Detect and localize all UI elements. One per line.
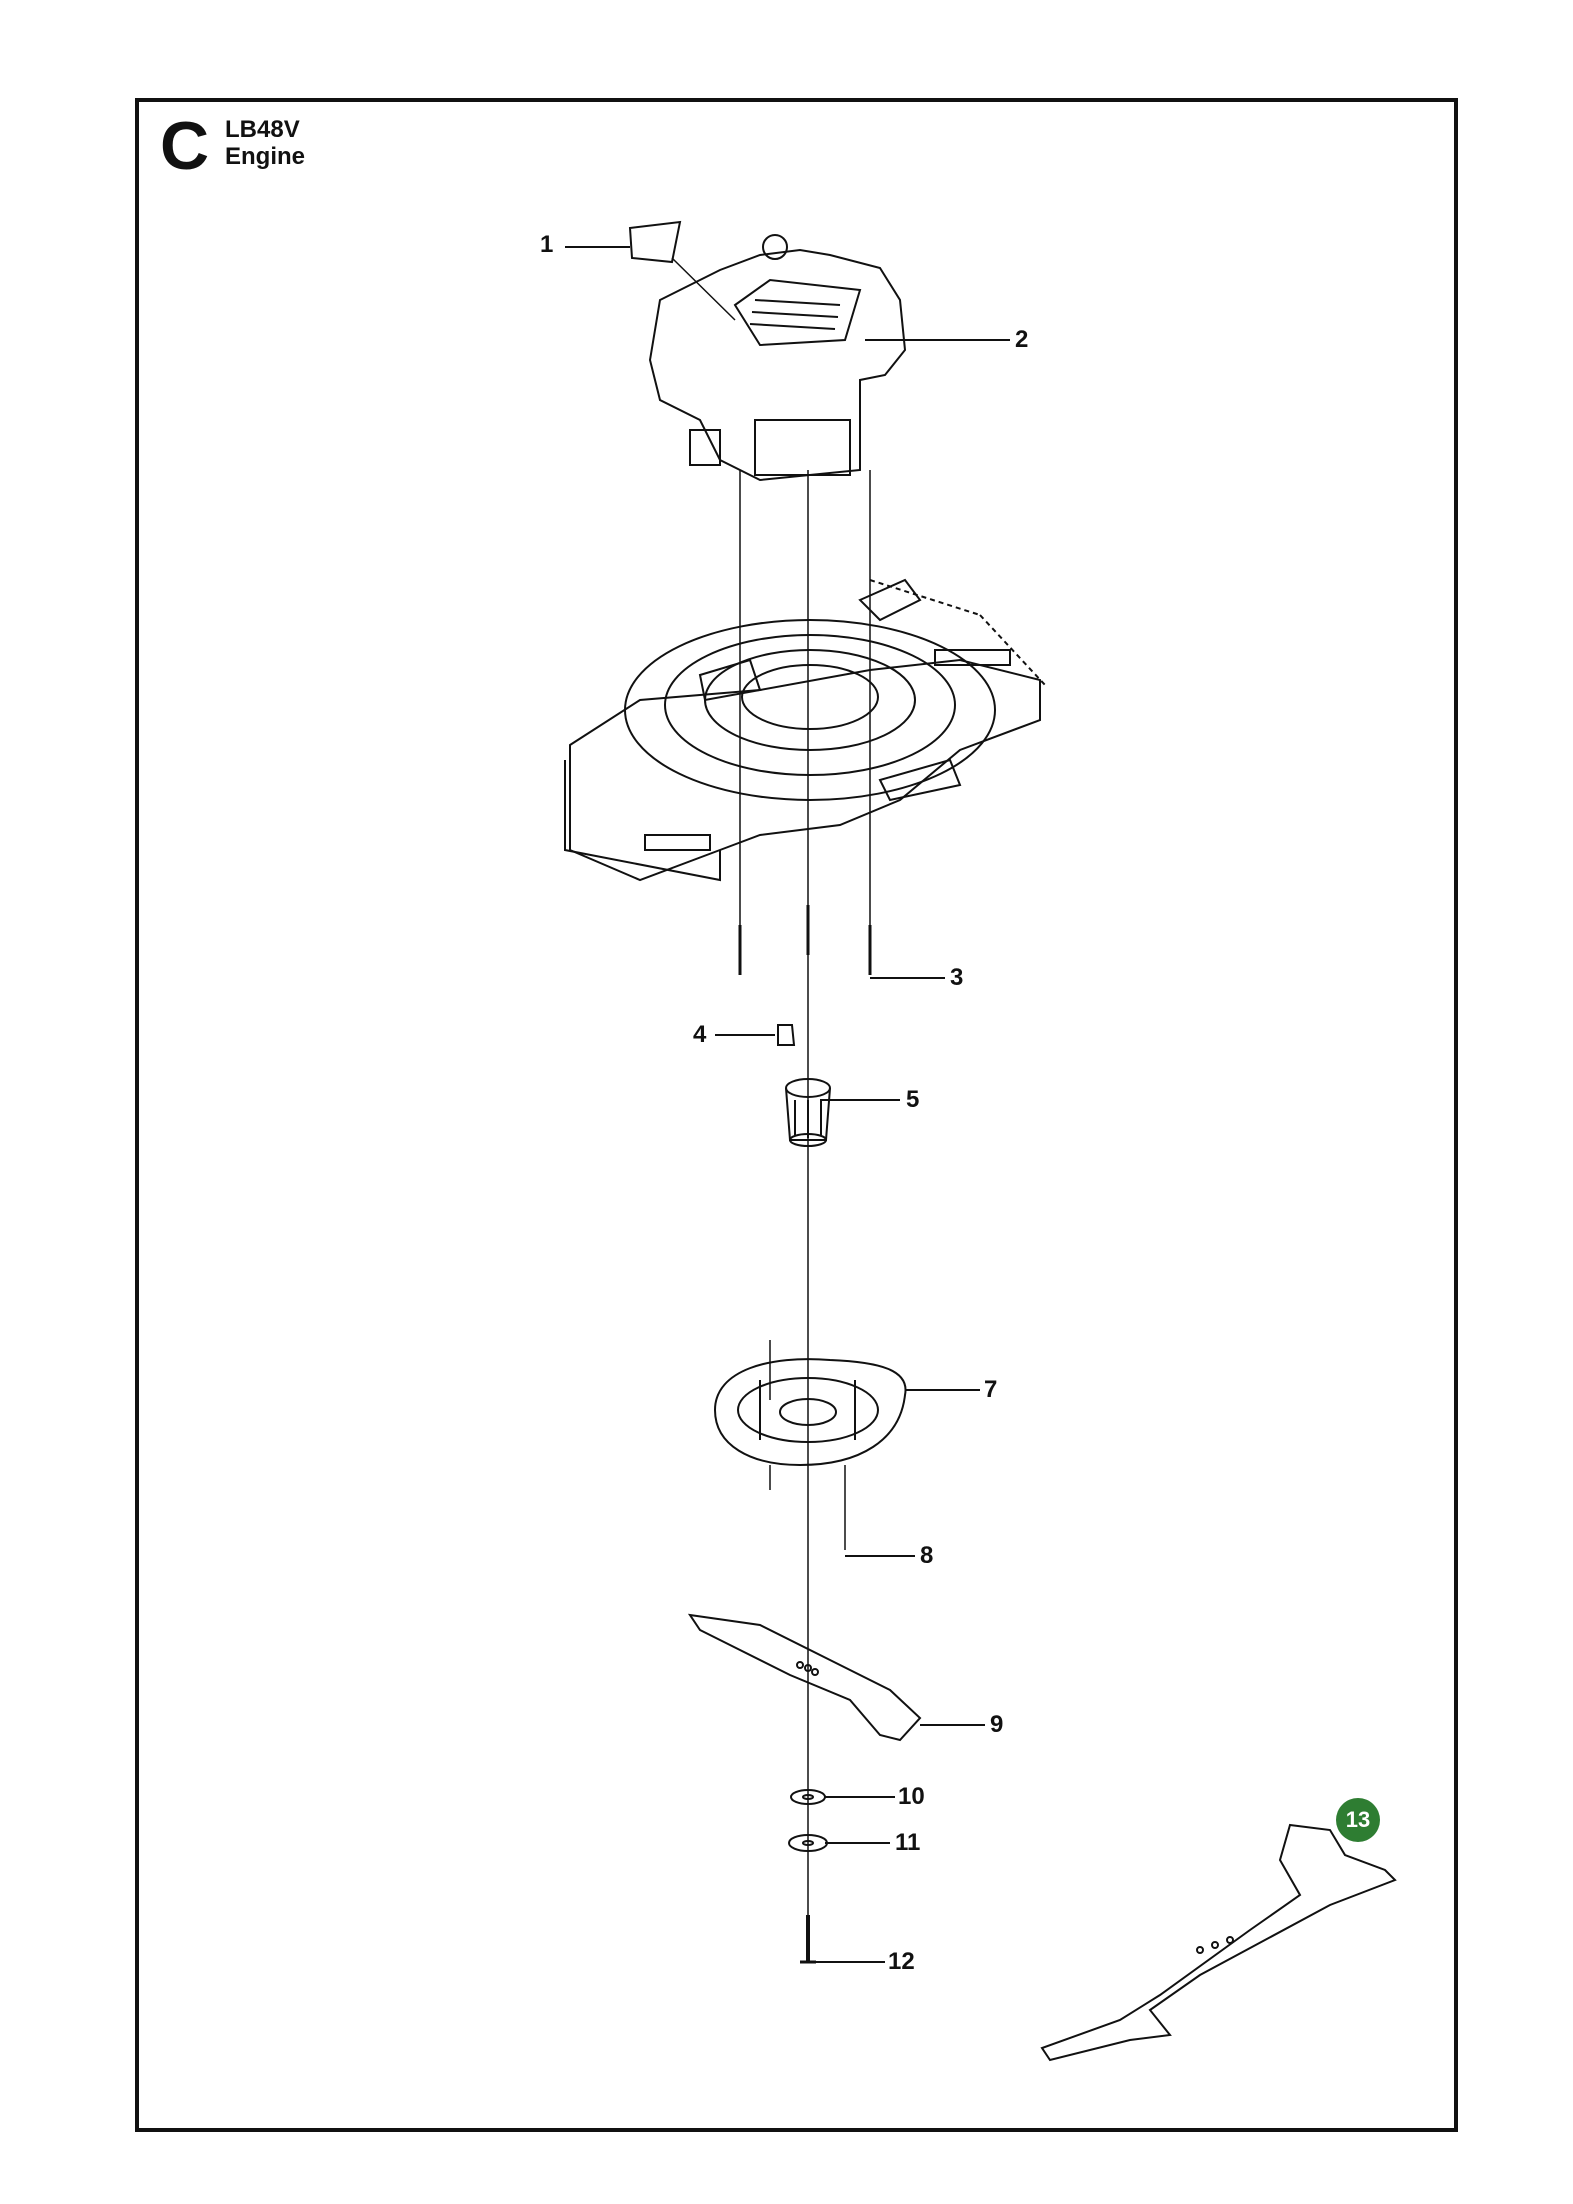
callout-5: 5 — [906, 1086, 920, 1113]
callout-12: 12 — [888, 1948, 915, 1975]
callout-13-badge: 13 — [1336, 1798, 1380, 1842]
decal-shape — [628, 220, 682, 264]
mower-deck-shape — [564, 578, 1046, 882]
callout-4: 4 — [693, 1021, 707, 1048]
hub-disc-shape — [713, 1340, 907, 1550]
callout-9: 9 — [990, 1711, 1004, 1738]
drawing-frame — [135, 98, 1458, 2132]
blade-bolt-shape — [800, 1915, 816, 1964]
callout-11: 11 — [895, 1829, 921, 1856]
blade-shape — [687, 1613, 922, 1742]
page-title: Engine — [225, 143, 306, 170]
callout-1: 1 — [540, 231, 554, 258]
section-letter: C — [160, 108, 210, 184]
accessory-blade-shape — [1040, 1823, 1397, 2062]
callout-3: 3 — [950, 964, 964, 991]
callout-10: 10 — [898, 1783, 925, 1810]
washer-11-shape — [788, 1834, 828, 1852]
washer-10-shape — [790, 1789, 826, 1805]
callout-8: 8 — [920, 1542, 934, 1569]
callout-7: 7 — [984, 1376, 998, 1403]
callout-2: 2 — [1015, 326, 1029, 353]
key-shape — [777, 1024, 796, 1046]
model-name: LB48V — [225, 116, 300, 143]
engine-shape — [648, 234, 907, 482]
adapter-shape — [785, 1078, 831, 1147]
deck-bolts — [738, 905, 872, 975]
